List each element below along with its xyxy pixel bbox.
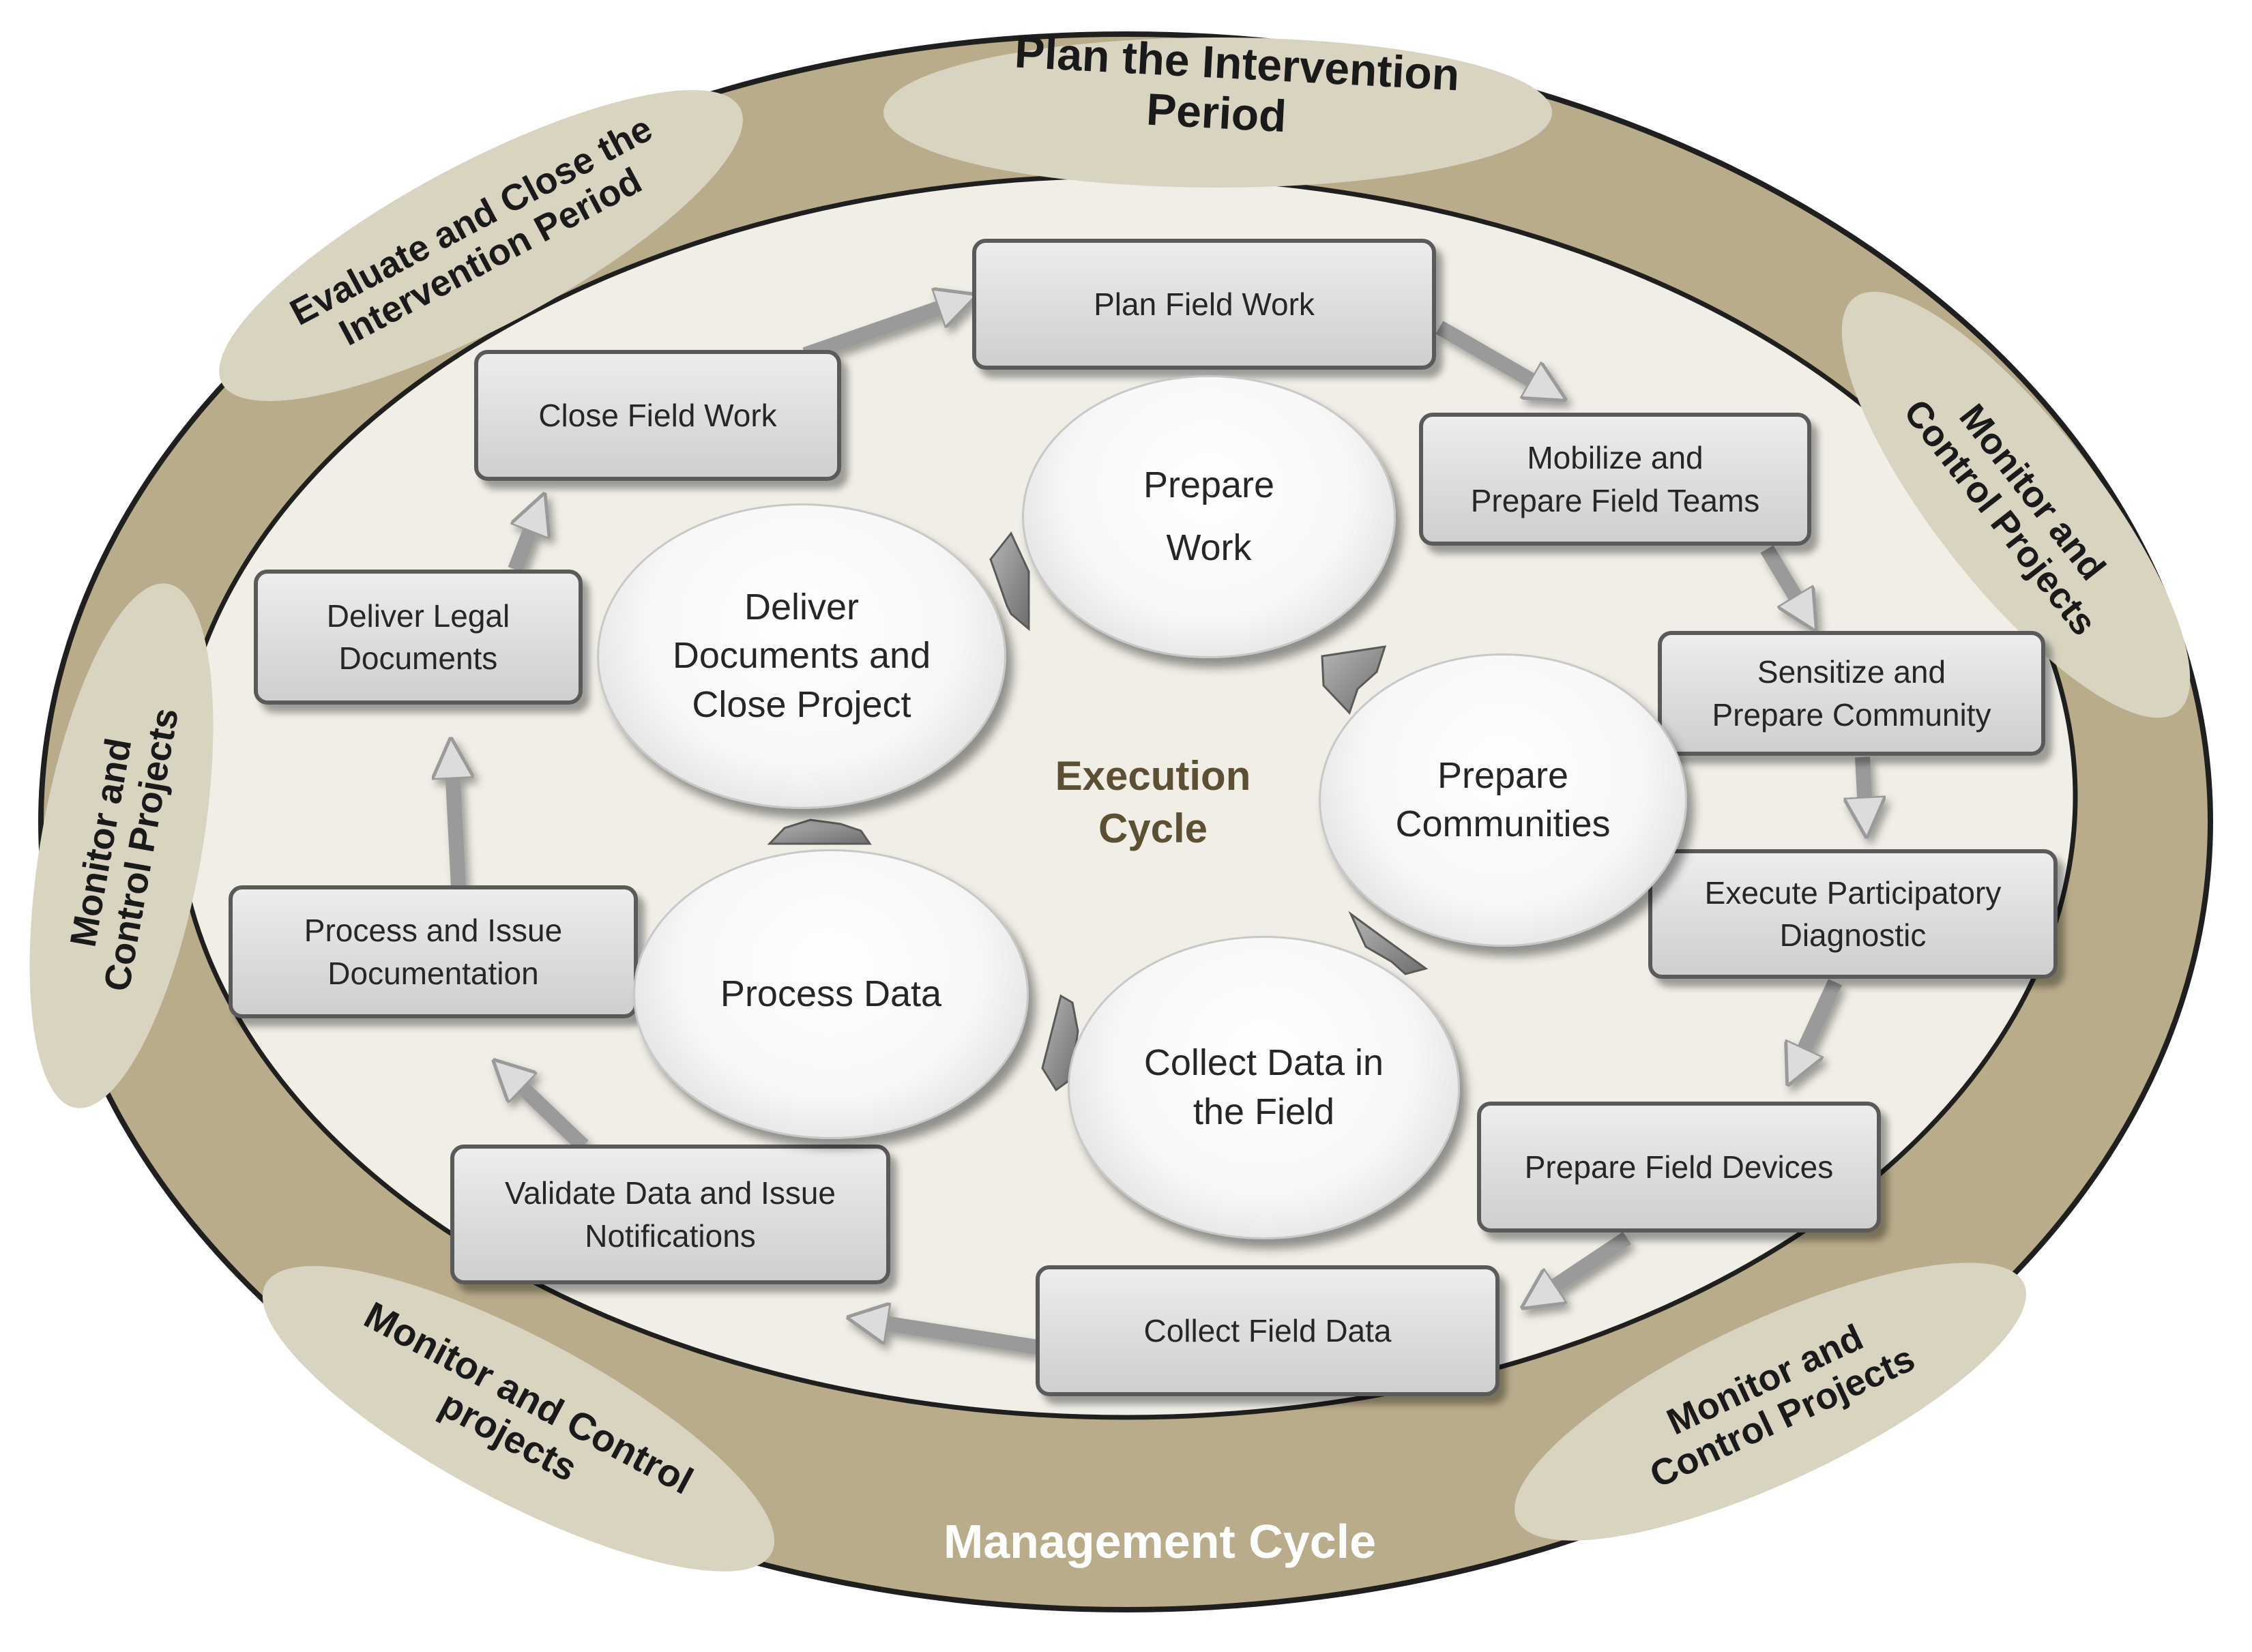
- label-plan-intervention: Plan the Intervention Period: [1011, 26, 1461, 149]
- step-execute-diagnostic: Execute Participatory Diagnostic: [1648, 849, 2058, 979]
- arrow-close-to-plan: [802, 300, 962, 362]
- box-line: Deliver Legal: [326, 598, 510, 634]
- box-line: Sensitize and: [1757, 654, 1946, 690]
- bubble-line: Close Project: [692, 683, 911, 725]
- box-line: Prepare Community: [1712, 696, 1991, 733]
- chevron-communities-to-collect: [1348, 911, 1429, 975]
- box-line: Prepare Field Devices: [1524, 1149, 1834, 1185]
- arrow-mobilize-to-sensitize: [1760, 545, 1808, 617]
- step-prepare-devices: Prepare Field Devices: [1477, 1102, 1881, 1233]
- chevron-prepare-to-communities: [1321, 645, 1387, 715]
- chevron-deliver-to-prepare: [989, 531, 1030, 632]
- bubble-line: Process Data: [720, 973, 942, 1014]
- phase-collect-data: Collect Data in the Field: [1068, 936, 1460, 1239]
- arrow-sensitize-to-execute: [1862, 756, 1866, 822]
- step-process-documentation: Process and Issue Documentation: [229, 885, 638, 1018]
- box-line: Validate Data and Issue: [504, 1175, 836, 1211]
- title-line: Execution: [1055, 753, 1251, 799]
- phase-prepare-communities: Prepare Communities: [1319, 653, 1687, 947]
- step-validate-data: Validate Data and Issue Notifications: [450, 1145, 890, 1284]
- box-line: Notifications: [585, 1218, 756, 1254]
- phase-process-data: Process Data: [633, 849, 1029, 1139]
- arrow-collect-to-validate: [863, 1320, 1038, 1355]
- step-arrows: [452, 300, 1866, 1355]
- arrow-process-to-deliver: [452, 754, 458, 887]
- arrow-validate-to-process: [505, 1071, 589, 1151]
- step-collect-field-data: Collect Field Data: [1036, 1265, 1500, 1396]
- phase-prepare-work: Prepare Work: [1022, 375, 1396, 658]
- label-ellipses: [29, 38, 2191, 1572]
- management-cycle-title: Management Cycle: [943, 1515, 1377, 1568]
- box-line: Documentation: [327, 955, 539, 991]
- bubble-line: Communities: [1395, 803, 1611, 844]
- bubble-line: Prepare: [1143, 464, 1275, 506]
- arrow-deliver-to-close: [508, 508, 539, 572]
- step-deliver-legal: Deliver Legal Documents: [254, 570, 583, 705]
- box-line: Close Field Work: [538, 397, 777, 433]
- step-close-field-work: Close Field Work: [474, 350, 841, 481]
- bubble-line: Work: [1166, 527, 1252, 568]
- box-line: Plan Field Work: [1094, 286, 1315, 322]
- arrow-plan-to-mobilize: [1435, 321, 1552, 392]
- bubble-line: Deliver: [744, 587, 860, 628]
- box-line: Mobilize and: [1527, 440, 1703, 476]
- bubble-line: Collect Data in: [1143, 1042, 1384, 1084]
- box-line: Execute Participatory: [1704, 874, 2002, 911]
- phase-deliver-close: Deliver Documents and Close Project: [597, 503, 1006, 809]
- box-line: Process and Issue: [304, 913, 563, 949]
- box-line: Prepare Field Teams: [1470, 482, 1760, 518]
- phase-chevrons: [767, 531, 1429, 1092]
- step-mobilize-teams: Mobilize and Prepare Field Teams: [1419, 413, 1811, 546]
- step-sensitize-community: Sensitize and Prepare Community: [1658, 631, 2045, 756]
- box-line: Diagnostic: [1779, 917, 1927, 953]
- execution-cycle-title: Execution Cycle: [989, 750, 1317, 855]
- title-line: Cycle: [1098, 805, 1208, 851]
- arrow-execute-to-devices: [1794, 979, 1842, 1071]
- bubble-line: Prepare: [1437, 754, 1569, 796]
- box-line: Collect Field Data: [1143, 1312, 1392, 1348]
- step-plan-field-work: Plan Field Work: [972, 239, 1436, 370]
- chevron-process-to-deliver: [767, 818, 872, 845]
- bubble-line: Documents and: [672, 635, 931, 677]
- arrow-devices-to-collect: [1535, 1231, 1632, 1299]
- box-line: Documents: [338, 640, 498, 676]
- bubble-line: the Field: [1193, 1091, 1335, 1132]
